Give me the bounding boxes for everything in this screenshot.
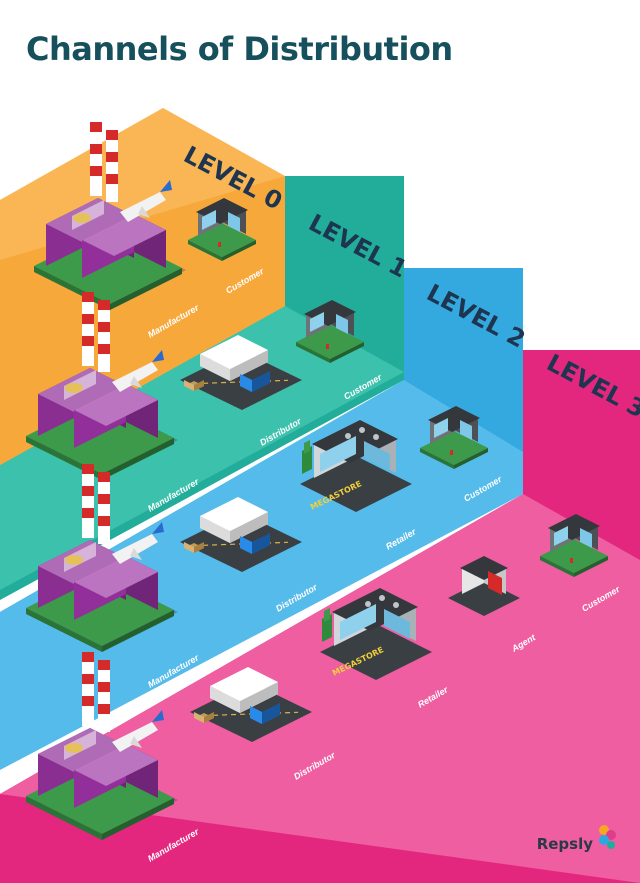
brand-name: Repsly — [536, 835, 593, 853]
page-title: Channels of Distribution — [26, 30, 453, 68]
logo-icon — [599, 825, 616, 849]
brand: Repsly — [536, 825, 618, 853]
logo-dot-4 — [607, 841, 615, 849]
logo-dot-1 — [599, 825, 609, 835]
logo-dot-2 — [606, 830, 616, 840]
logo-dot-3 — [599, 835, 609, 845]
